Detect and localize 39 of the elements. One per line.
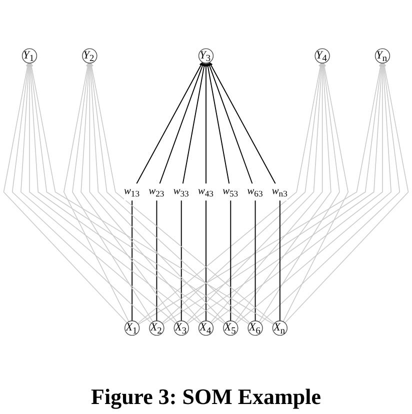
arrow bbox=[186, 62, 324, 324]
arrow bbox=[208, 62, 256, 322]
arrow bbox=[204, 62, 208, 322]
arrow bbox=[206, 62, 232, 322]
node-circle: Y$_{2}$ bbox=[82, 48, 98, 64]
node-circle: Y$_{n}$ bbox=[374, 48, 390, 64]
node-circle: X$_{4}$ bbox=[198, 320, 214, 336]
arrow bbox=[12, 62, 152, 324]
arrow bbox=[132, 62, 203, 322]
arrow bbox=[260, 62, 400, 324]
arrow bbox=[156, 62, 204, 322]
arrow bbox=[88, 62, 202, 323]
node-circle: X$_{n}$ bbox=[272, 320, 288, 336]
edge-label: w$_{13}$ bbox=[124, 186, 140, 199]
edge-label: w$_{53}$ bbox=[222, 186, 238, 199]
arrow bbox=[236, 62, 392, 324]
edge-label: w$_{n3}$ bbox=[272, 186, 288, 199]
arrow bbox=[180, 62, 206, 322]
edge-label: w$_{63}$ bbox=[247, 186, 263, 199]
node-circle: X$_{3}$ bbox=[174, 320, 189, 336]
node-circle: X$_{5}$ bbox=[223, 320, 238, 336]
arrow bbox=[88, 62, 226, 324]
edge-label: w$_{23}$ bbox=[148, 186, 164, 199]
arrow bbox=[209, 62, 280, 322]
arrow bbox=[20, 62, 176, 324]
node-circle: Y$_{4}$ bbox=[314, 48, 330, 64]
arrow bbox=[284, 62, 409, 324]
edge-label: w$_{33}$ bbox=[173, 186, 189, 199]
arrow bbox=[282, 62, 349, 322]
edge-label: w$_{43}$ bbox=[198, 186, 214, 199]
node-circle: X$_{6}$ bbox=[248, 320, 263, 336]
caption: Figure 3: SOM Example bbox=[91, 384, 321, 410]
node-circle: X$_{2}$ bbox=[149, 320, 164, 336]
node-circle: X$_{1}$ bbox=[124, 320, 140, 336]
node-circle: Y$_{3}$ bbox=[198, 48, 214, 64]
arrow bbox=[63, 62, 130, 322]
arrow bbox=[3, 62, 128, 324]
arrow bbox=[210, 62, 324, 323]
node-circle: Y$_{1}$ bbox=[22, 48, 38, 64]
